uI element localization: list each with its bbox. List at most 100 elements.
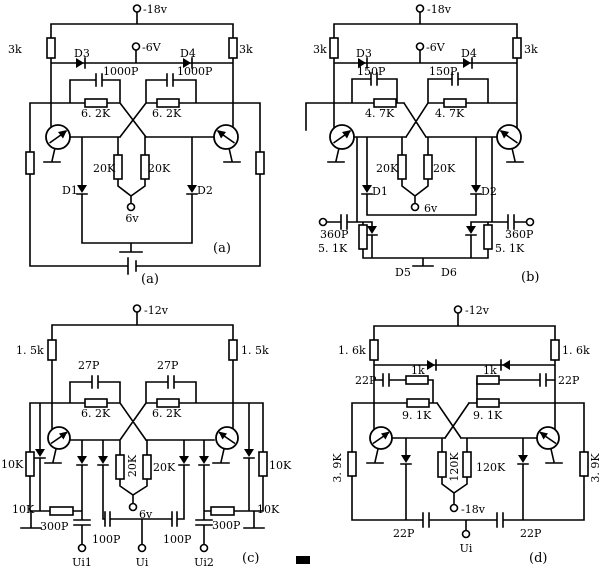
label-capacitor: 150P <box>429 65 458 78</box>
label-resistor: 10K <box>12 503 35 516</box>
label-capacitor: 360P <box>505 228 534 241</box>
label-capacitor: 100P <box>92 533 121 546</box>
terminal <box>453 305 463 314</box>
label-resistor: 10K <box>269 459 292 472</box>
label-diode: D1 <box>62 184 78 197</box>
label-supply-top: -18v <box>143 3 168 16</box>
label-supply-top: -12v <box>144 304 169 317</box>
resistor <box>406 398 430 408</box>
resistor <box>397 154 407 180</box>
label-resistor: 5. 1K <box>495 242 525 255</box>
resistor <box>512 37 522 59</box>
resistor <box>347 451 357 477</box>
resistor <box>156 98 180 108</box>
label-supply-bottom: 6v <box>424 202 438 215</box>
terminal <box>131 42 141 51</box>
label-resistor: 4. 7K <box>435 107 465 120</box>
label-capacitor: 1000P <box>103 65 139 78</box>
transistor-icon <box>213 124 239 150</box>
label-resistor: 20K <box>433 162 456 175</box>
resistor <box>228 37 238 59</box>
resistor <box>358 224 368 250</box>
terminal <box>137 543 147 553</box>
resistor <box>423 154 433 180</box>
caption: (d) <box>529 551 547 566</box>
transistor-icon <box>45 124 71 150</box>
resistor <box>405 375 429 385</box>
label-resistor: 3. 9K <box>589 453 602 483</box>
label-resistor: 6. 2K <box>152 107 182 120</box>
resistor <box>46 37 56 59</box>
label-resistor: 20K <box>148 162 171 175</box>
resistor <box>140 154 150 180</box>
label-diode: D3 <box>356 47 372 60</box>
label-supply-mid: -6V <box>426 41 446 54</box>
label-resistor: 9. 1K <box>473 409 503 422</box>
label-input: Ui <box>136 556 149 569</box>
wires <box>351 312 585 531</box>
transistor-icon <box>329 124 355 150</box>
transistor-icon <box>536 426 560 450</box>
circuit-d-diagram: -12v 1. 6k 1. 6k 22P 22P 1k 1k 9. 1K 9. … <box>331 304 602 566</box>
resistor <box>443 98 467 108</box>
label-resistor: 9. 1K <box>402 409 432 422</box>
caption: (b) <box>521 270 539 285</box>
label-capacitor: 100P <box>163 533 192 546</box>
terminal <box>461 529 471 539</box>
wires <box>29 11 261 275</box>
label-resistor: 3k <box>239 43 253 56</box>
resistor <box>462 451 472 478</box>
transistor-icon <box>496 124 522 150</box>
label-resistor: 1k <box>483 364 497 377</box>
resistor <box>25 451 35 477</box>
caption: (c) <box>242 551 259 566</box>
label-capacitor: 300P <box>212 519 241 532</box>
label-resistor: 3. 9K <box>331 453 344 483</box>
label-resistor: 10K <box>1 458 24 471</box>
resistor <box>115 454 125 480</box>
resistor <box>142 454 152 480</box>
resistor <box>550 339 560 361</box>
transistor-icon <box>47 426 71 450</box>
circuit-a-diagram: -18v -6V 3k 3k D3 D4 1000P 1000P 6. 2K 6… <box>8 3 265 287</box>
label-capacitor: 22P <box>520 527 542 540</box>
terminal <box>415 4 425 13</box>
label-resistor: 20K <box>376 162 399 175</box>
label-resistor: 5. 1K <box>318 242 348 255</box>
circuit-c-diagram: -12v 1. 5k 1. 5k 27P 27P 6. 2K 6. 2K 20K… <box>1 304 292 569</box>
label-resistor: 120K <box>448 452 461 482</box>
label-capacitor: 150P <box>357 65 386 78</box>
label-resistor: 6. 2K <box>152 407 182 420</box>
diode-icons <box>35 449 254 464</box>
label-capacitor: 300P <box>40 520 69 533</box>
label-resistor: 6. 2K <box>81 107 111 120</box>
transistor-icon <box>215 426 239 450</box>
label-input: Ui1 <box>72 556 92 569</box>
terminal <box>126 202 136 212</box>
label-supply-top: -18v <box>427 3 452 16</box>
circuit-b-diagram: -18v -6V 3k 3k D3 D4 150P 150P 4. 7K 4. … <box>305 3 539 285</box>
terminal <box>132 304 142 313</box>
label-resistor: 3k <box>8 43 22 56</box>
resistor <box>84 398 108 408</box>
resistor <box>369 339 379 361</box>
resistor <box>25 151 35 175</box>
label-diode: D4 <box>461 47 477 60</box>
label-resistor: 1. 6k <box>338 344 366 357</box>
label-resistor: 20K <box>93 162 116 175</box>
resistor <box>476 375 500 385</box>
terminal <box>415 42 425 51</box>
label-input: Ui <box>460 542 473 555</box>
resistor <box>156 398 180 408</box>
label-supply-mid: -18v <box>461 503 486 516</box>
resistor <box>84 98 108 108</box>
resistor <box>329 37 339 59</box>
label-capacitor: 27P <box>157 359 179 372</box>
caption: (a) <box>141 272 159 287</box>
label-resistor: 1k <box>411 364 425 377</box>
label-resistor: 1. 5k <box>16 344 44 357</box>
resistor <box>47 339 57 361</box>
label-supply-bottom: 6v <box>139 508 153 521</box>
terminal <box>318 217 328 227</box>
